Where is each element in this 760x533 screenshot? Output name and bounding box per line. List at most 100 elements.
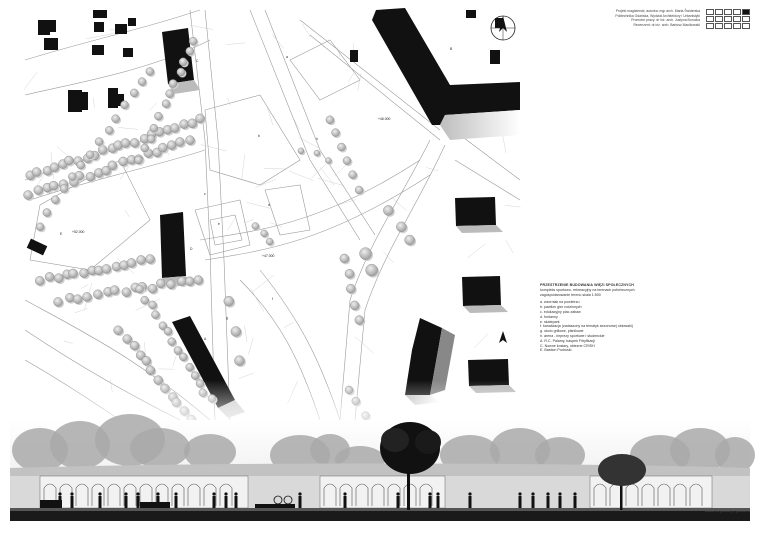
facade-arch [323,483,337,506]
legend-subtitle: kompleks sportowo- rekreacyjny na terena… [540,287,635,292]
tree-mark [158,321,168,330]
tree-mark [23,190,33,200]
tree-mark [122,334,132,344]
legend-item: a. wzorniak na powietrzu [540,300,580,305]
facade-arch [123,483,137,506]
tree-mark [101,264,112,274]
hatch-line [473,333,489,349]
tree-mark [35,276,45,286]
person-body [70,496,74,508]
tree-mark [135,284,144,294]
hatch-line [317,178,345,187]
hatch-line [226,42,246,45]
bg-tree [535,437,585,473]
tree-mark [42,208,52,217]
tree-mark [223,295,234,307]
tree-mark [126,258,137,268]
tree-mark [165,89,174,98]
tree-mark [53,297,63,307]
title-line-2: Politechnika Gdańska, Wydział Architektu… [615,13,700,18]
legend-item: E. Bastion Podroski [540,348,572,353]
person-head [212,492,216,496]
hatch-line [502,135,507,153]
person-head [124,492,128,496]
tree-mark [48,180,59,191]
legend: PRZESTRZENIE BUDOWANIA WIĘZI SPOŁECZNYCH… [540,283,690,353]
hatch-line [253,274,274,292]
legend-list: a. wzorniak na powietrzu b. pawilon gier… [540,300,690,353]
person-body [212,496,216,508]
facade-arch [673,483,687,506]
person-head [156,492,160,496]
tree-mark [185,135,195,145]
legend-item: A. R.C. Palamy, baspek Fitryfikacji [540,338,595,343]
legend-item: e. skatepark [540,319,560,324]
tree-mark [85,150,95,159]
bg-tree [715,437,755,473]
ramp [255,504,295,508]
hatch-line [74,308,88,313]
facade-arch [59,483,73,506]
tree-mark [94,137,104,146]
person-head [531,492,535,496]
tree-mark [145,254,155,264]
hatch-line [426,167,439,171]
title-line-4: Recenzent: dr inż. arch. Bartosz Macikow… [633,22,700,27]
person-head [343,492,347,496]
hatch-line [56,146,68,156]
tree-mark [161,99,171,108]
hatch-line [504,205,521,208]
map-label-C: C [196,59,199,63]
person-body [468,496,472,508]
person-head [98,492,102,496]
tree-mark [31,167,42,177]
terrain-hatching [23,23,521,404]
tree-mark [148,300,157,310]
elevation-2: +52.000 [72,230,84,234]
tree-mark [140,143,149,153]
facade-arch [355,483,369,506]
facade-arch [371,483,385,506]
hatch-line [250,288,264,312]
buildings [26,8,520,418]
facade-arch [657,483,671,506]
tree-mark [136,255,146,265]
tree-mark [251,222,260,230]
tree-mark [72,294,83,304]
tree-mark [185,46,194,56]
map-label-f: f [272,297,273,301]
tree-mark [120,100,129,109]
hatch-line [243,219,254,224]
legend-item: g. okolo grillowe, piknikowe [540,329,584,334]
tree-mark [145,67,155,76]
map-label-c: c [204,192,206,196]
facade-arch [187,483,201,506]
tree-mark [354,185,364,195]
map-label-A: A [204,337,207,341]
foreground-tree-center [380,422,441,510]
hatch-line [298,137,320,149]
hatch-line [144,342,146,355]
people-silhouettes [40,492,577,508]
facade-arch [593,483,607,506]
map-label-E: E [60,232,63,236]
tree-mark [93,289,103,299]
tree-mark [325,115,335,124]
north-arrow-small [499,331,507,343]
hatch-line [23,72,38,90]
tree-mark [359,247,372,260]
tree-mark [107,160,117,170]
tree-mark [35,222,45,231]
tree-mark [51,195,60,204]
table [140,502,170,508]
tree-mark [151,310,160,319]
tree-mark [331,128,340,137]
tree-mark [145,365,156,375]
tree-mark [195,113,205,124]
tree-mark [149,123,159,133]
hatch-line [63,340,73,344]
tree-mark [163,326,173,336]
tree-mark [346,283,356,294]
hatch-line [283,322,294,328]
map-label-b: b [258,134,260,138]
